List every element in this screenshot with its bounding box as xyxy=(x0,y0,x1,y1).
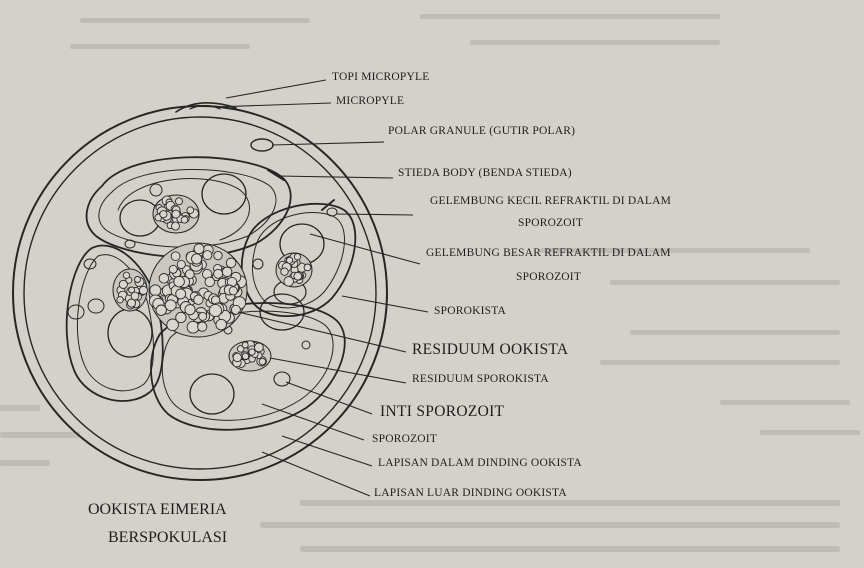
polar-granule xyxy=(251,139,273,151)
caption-line-1: OOKISTA EIMERIA xyxy=(88,502,227,518)
label-gelembung-besar-line1: GELEMBUNG BESAR REFRAKTIL DI DALAM xyxy=(426,248,671,260)
leader-inti-sporozoit xyxy=(286,382,372,414)
label-residuum-ookista: RESIDUUM OOKISTA xyxy=(412,342,568,358)
label-inti-sporozoit: INTI SPOROZOIT xyxy=(380,404,504,420)
label-micropyle: MICROPYLE xyxy=(336,96,404,108)
residuum-sporokista-top-cluster xyxy=(153,195,199,233)
label-lapisan-luar: LAPISAN LUAR DINDING OOKISTA xyxy=(374,488,567,500)
residuum-sporokista-right-cluster xyxy=(276,253,312,287)
label-sporozoit: SPOROZOIT xyxy=(372,434,437,446)
leader-stieda-body xyxy=(278,176,393,178)
leader-micropyle xyxy=(214,103,331,107)
label-stieda-body: STIEDA BODY (BENDA STIEDA) xyxy=(398,168,572,180)
leader-topi-micropyle xyxy=(226,80,326,98)
residuum-ookista-cluster xyxy=(149,243,247,337)
leader-lapisan-dalam xyxy=(282,436,372,466)
leader-gelembung-kecil xyxy=(336,214,413,215)
label-sporokista: SPOROKISTA xyxy=(434,306,506,318)
leader-polar-granule xyxy=(272,142,384,145)
leader-sporokista xyxy=(342,296,428,312)
label-gelembung-kecil-line2: SPOROZOIT xyxy=(518,218,583,230)
label-gelembung-kecil-line1: GELEMBUNG KECIL REFRAKTIL DI DALAM xyxy=(430,196,671,208)
sporocyst-left xyxy=(67,246,163,401)
label-topi-micropyle: TOPI MICROPYLE xyxy=(332,72,429,84)
label-residuum-sporokista: RESIDUUM SPOROKISTA xyxy=(412,374,549,386)
label-polar-granule: POLAR GRANULE (GUTIR POLAR) xyxy=(388,126,575,138)
label-lapisan-dalam: LAPISAN DALAM DINDING OOKISTA xyxy=(378,458,582,470)
leader-gelembung-besar xyxy=(310,234,420,264)
residuum-sporokista-bottom-cluster xyxy=(229,341,271,371)
caption-line-2: BERSPOKULASI xyxy=(108,530,227,546)
leader-lapisan-luar xyxy=(262,452,370,496)
label-gelembung-besar-line2: SPOROZOIT xyxy=(516,272,581,284)
residuum-sporokista-left-cluster xyxy=(113,269,147,311)
